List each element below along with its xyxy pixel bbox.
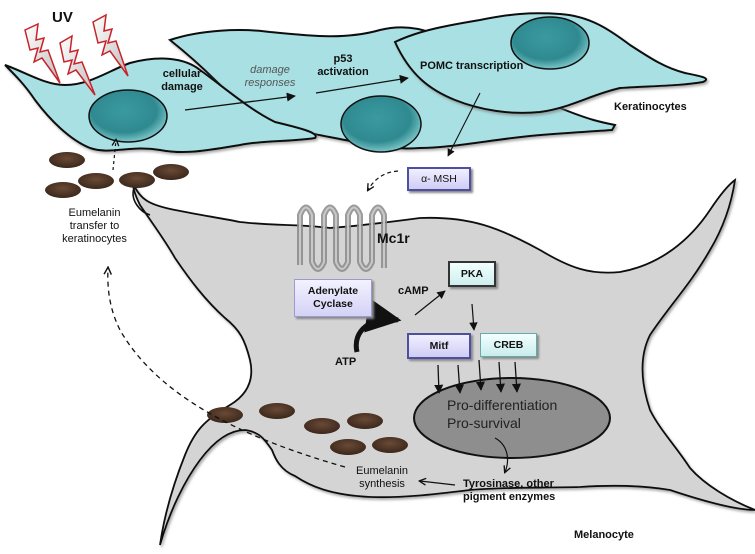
cellular-damage-line1: cellular [162, 68, 202, 80]
nucleus-outcomes: Pro-differentiation Pro-survival [447, 396, 557, 432]
uv-bolt-icon [59, 34, 96, 96]
p53-line2: activation [317, 66, 369, 78]
transfer-line2: transfer to [69, 220, 120, 232]
tyrosinase-line1: Tyrosinase, other [463, 478, 554, 490]
arrow-damage-to-responses [184, 92, 296, 111]
arrow-melanin-stalk [132, 187, 151, 216]
transfer-line3: keratinocytes [62, 233, 127, 245]
pka-box: PKA [448, 261, 496, 287]
damage-responses-line2: responses [244, 77, 296, 89]
arrow-creb-to-nucleus [475, 359, 485, 391]
keratinocyte-nucleus-middle [340, 95, 422, 153]
cellular-damage-label: cellular damage [152, 68, 212, 94]
mc1r-label: Mc1r [377, 230, 410, 246]
pro-survival-label: Pro-survival [447, 415, 521, 431]
arrow-atp-conversion [353, 297, 402, 353]
alpha-msh-box: α- MSH [407, 167, 471, 191]
arrow-creb-to-nucleus [511, 361, 521, 393]
arrow-nucleus-to-tyrosinase [494, 437, 508, 472]
arrow-mitf-to-nucleus [454, 364, 464, 394]
arrow-pomc-to-msh [447, 92, 481, 157]
uv-bolt-icon [92, 13, 129, 77]
keratinocyte-nucleus-right [510, 16, 590, 70]
arrow-creb-to-nucleus [495, 361, 505, 393]
cyclase-line2: Cyclase [313, 298, 353, 310]
arrow-melanin-transfer [108, 268, 346, 468]
p53-line1: p53 [333, 53, 353, 65]
arrow-camp-to-pka [414, 290, 446, 316]
mitf-box: Mitf [407, 333, 471, 359]
pomc-transcription-label: POMC transcription [420, 60, 524, 72]
melanocyte-nucleus [413, 377, 611, 459]
atp-label: ATP [335, 356, 357, 368]
melanocyte-label: Melanocyte [574, 529, 634, 541]
arrow-tyrosinase-to-synthesis [420, 481, 456, 486]
melanin-granules-top [45, 152, 189, 198]
creb-box: CREB [480, 333, 537, 357]
arrow-mitf-to-nucleus [434, 364, 444, 394]
arrow-melanin-to-nucleus [113, 140, 116, 171]
keratinocyte-nucleus-left [88, 89, 168, 143]
eumelanin-synthesis-label: Eumelanin synthesis [352, 465, 412, 491]
synthesis-line1: Eumelanin [356, 465, 408, 477]
transfer-line1: Eumelanin [68, 207, 121, 219]
tyrosinase-line2: pigment enzymes [463, 491, 556, 503]
eumelanin-transfer-label: Eumelanin transfer to keratinocytes [52, 207, 137, 246]
cellular-damage-line2: damage [161, 81, 203, 93]
uv-bolt-icon [24, 22, 61, 84]
mc1r-receptor-highlight [299, 206, 385, 270]
arrow-responses-to-p53 [315, 74, 409, 94]
p53-activation-label: p53 activation [313, 53, 373, 79]
adenylate-line1: Adenylate [307, 285, 359, 297]
damage-responses-line1: damage [250, 64, 290, 76]
camp-label: cAMP [398, 285, 429, 297]
pro-differentiation-label: Pro-differentiation [447, 397, 558, 413]
arrow-msh-to-mc1r [368, 170, 399, 190]
tyrosinase-label: Tyrosinase, other pigment enzymes [463, 478, 563, 504]
arrow-pka-to-mitf [469, 303, 478, 331]
melanin-granules-bottom [207, 403, 408, 455]
melanocyte-cell [132, 178, 755, 546]
keratinocytes-label: Keratinocytes [614, 101, 687, 113]
damage-responses-label: damage responses [240, 64, 300, 90]
adenylate-cyclase-box: Adenylate Cyclase [294, 279, 372, 317]
synthesis-line2: synthesis [359, 478, 405, 490]
uv-label: UV [52, 9, 73, 26]
